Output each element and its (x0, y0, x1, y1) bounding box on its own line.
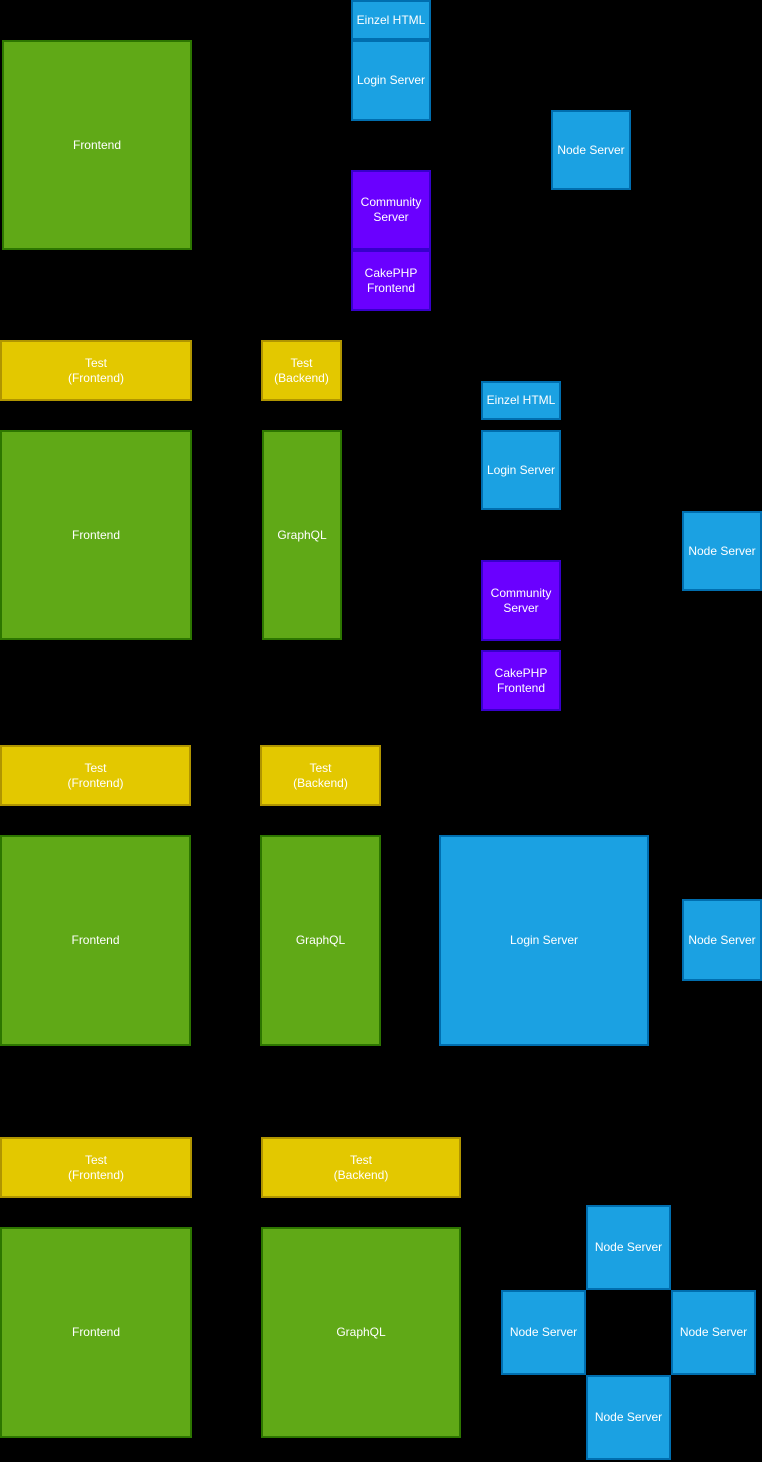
node-label: Test (Frontend) (67, 760, 124, 790)
node-g4-frontend: Frontend (0, 1227, 192, 1438)
node-g2-test-frontend: Test (Frontend) (0, 340, 192, 401)
node-label: Einzel HTML (356, 12, 426, 27)
node-g3-test-backend: Test (Backend) (260, 745, 381, 806)
node-g4-node-server-right: Node Server (671, 1290, 756, 1375)
node-label: Login Server (356, 73, 426, 87)
node-g4-node-server-bottom: Node Server (586, 1375, 671, 1460)
node-g2-login-server: Login Server (481, 430, 561, 510)
node-label: CakePHP Frontend (364, 265, 418, 295)
node-g3-test-frontend: Test (Frontend) (0, 745, 191, 806)
node-g2-community-server: Community Server (481, 560, 561, 641)
node-label: CakePHP Frontend (494, 665, 548, 695)
node-g3-graphql: GraphQL (260, 835, 381, 1046)
node-label: Node Server (557, 142, 625, 157)
node-g4-graphql: GraphQL (261, 1227, 461, 1438)
node-label: Login Server (486, 462, 556, 477)
node-g2-frontend: Frontend (0, 430, 192, 640)
node-label: Node Server (688, 543, 756, 558)
node-label: Test (Frontend) (67, 1152, 125, 1182)
node-g4-node-server-top: Node Server (586, 1205, 671, 1290)
node-g3-node-server: Node Server (682, 899, 762, 981)
node-g3-login-server: Login Server (439, 835, 649, 1046)
node-g1-login-server: Login Server (351, 40, 431, 121)
node-g2-test-backend: Test (Backend) (261, 340, 342, 401)
node-g4-test-frontend: Test (Frontend) (0, 1137, 192, 1198)
node-label: Node Server (679, 1325, 748, 1339)
node-g1-cakephp-frontend: CakePHP Frontend (351, 250, 431, 311)
node-label: Test (Frontend) (67, 355, 125, 385)
node-label: Frontend (71, 1325, 121, 1339)
node-g2-node-server: Node Server (682, 511, 762, 591)
node-g4-node-server-left: Node Server (501, 1290, 586, 1375)
node-label: Einzel HTML (486, 393, 556, 407)
node-g4-test-backend: Test (Backend) (261, 1137, 461, 1198)
node-label: Node Server (594, 1410, 663, 1424)
node-label: Login Server (509, 933, 579, 947)
node-label: GraphQL (295, 933, 346, 947)
node-label: Test (Backend) (274, 355, 329, 385)
node-g3-frontend: Frontend (0, 835, 191, 1046)
node-label: GraphQL (336, 1325, 386, 1339)
node-g1-node-server: Node Server (551, 110, 631, 190)
node-label: Community Server (490, 585, 552, 615)
node-label: GraphQL (277, 527, 327, 542)
node-label: Test (Backend) (333, 1152, 389, 1182)
node-g2-einzel-html: Einzel HTML (481, 381, 561, 420)
node-label: Test (Backend) (293, 760, 348, 790)
node-g1-community-server: Community Server (351, 170, 431, 250)
node-label: Node Server (594, 1240, 663, 1254)
node-label: Node Server (509, 1325, 578, 1339)
node-label: Community Server (360, 195, 422, 224)
node-g2-graphql: GraphQL (262, 430, 342, 640)
node-label: Frontend (71, 527, 121, 542)
node-g1-einzel-html: Einzel HTML (351, 0, 431, 40)
node-g1-frontend: Frontend (2, 40, 192, 250)
node-label: Frontend (72, 137, 122, 152)
node-label: Frontend (71, 933, 120, 947)
node-g2-cakephp-frontend: CakePHP Frontend (481, 650, 561, 711)
node-label: Node Server (688, 932, 756, 947)
